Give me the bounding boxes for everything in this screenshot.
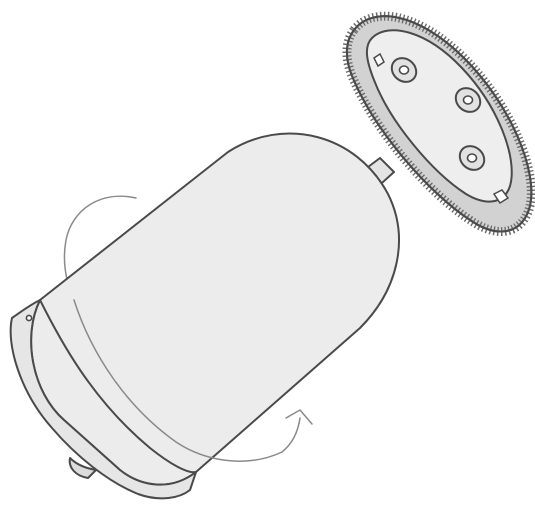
rotation-arrow-tail [282, 418, 300, 452]
camera-body [11, 134, 399, 499]
camera-body-shell [31, 134, 399, 485]
camera-indicator-dot [26, 315, 31, 320]
